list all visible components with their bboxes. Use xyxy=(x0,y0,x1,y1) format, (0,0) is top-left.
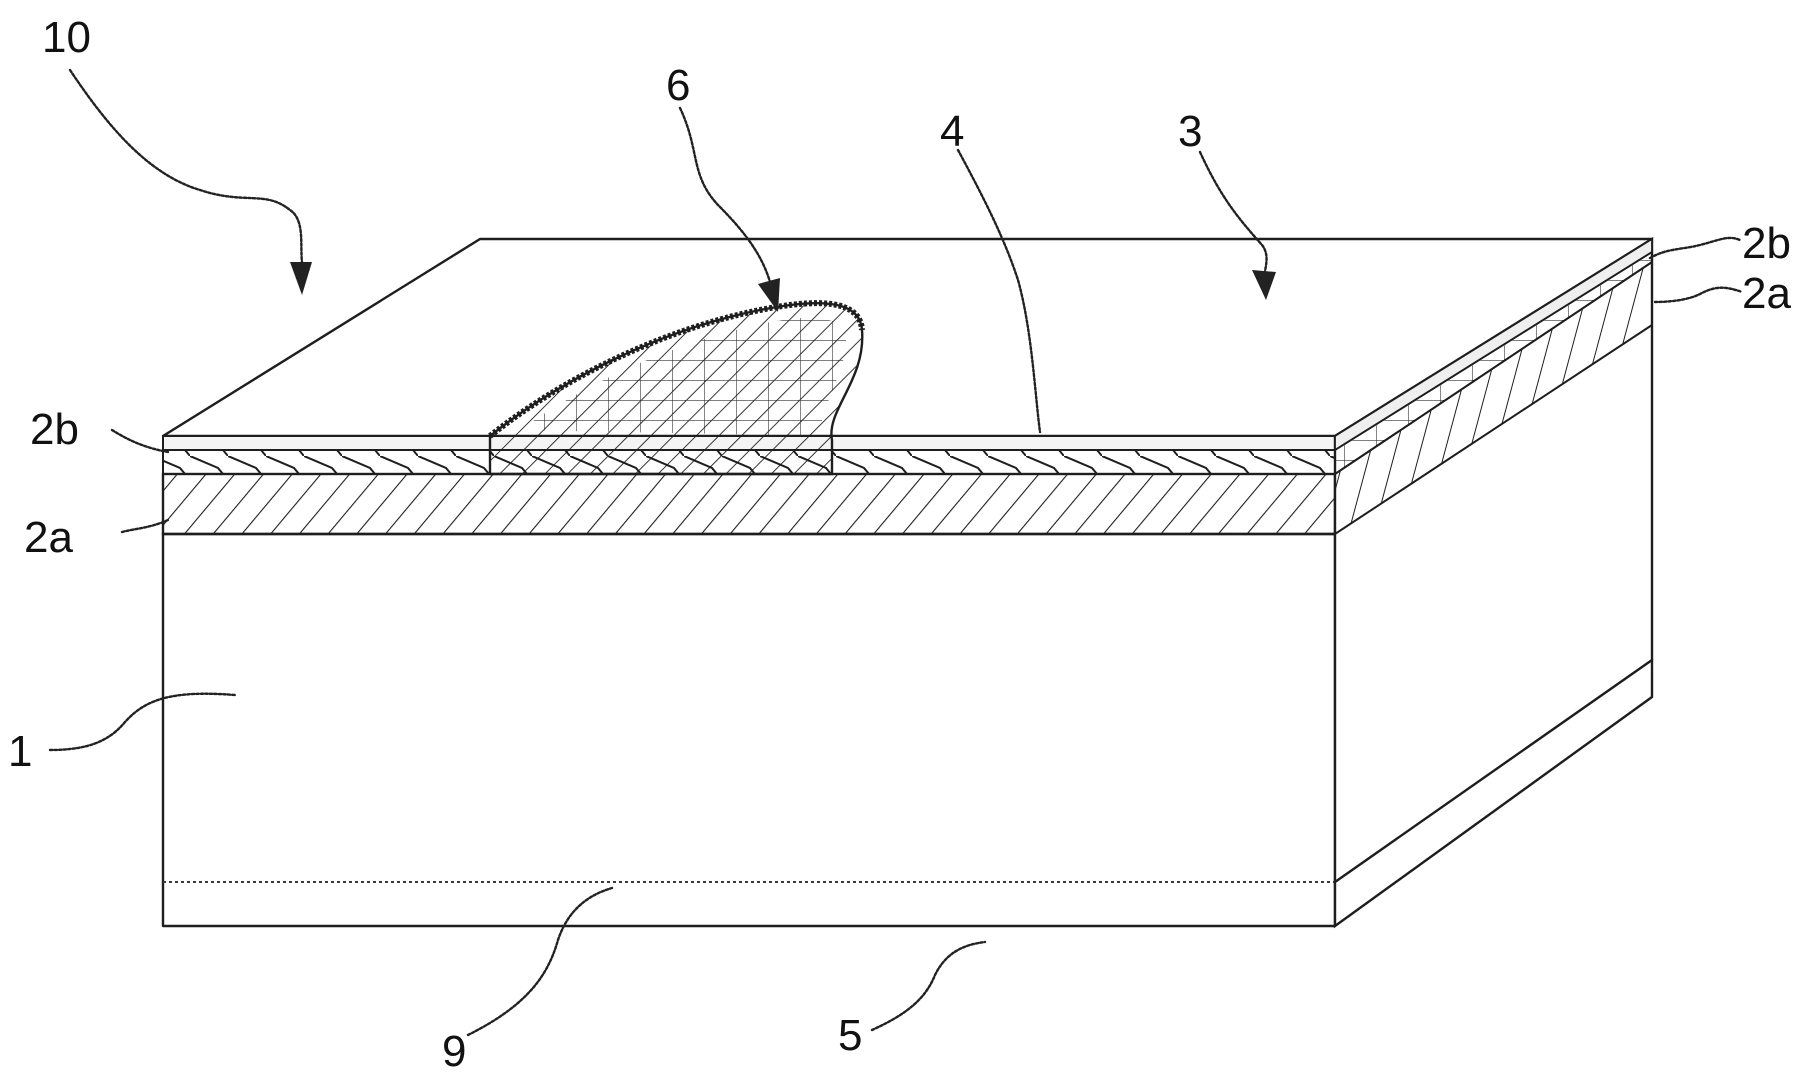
arrow-10 xyxy=(290,262,312,295)
label-region-3: 3 xyxy=(1178,107,1202,156)
substrate-front xyxy=(163,534,1335,926)
leader-3 xyxy=(1200,152,1267,272)
label-layer-2b-left: 2b xyxy=(30,405,79,454)
leader-5 xyxy=(872,942,985,1030)
leader-9 xyxy=(468,888,612,1035)
label-substrate-1: 1 xyxy=(8,727,32,776)
leader-4 xyxy=(958,150,1040,432)
leader-1 xyxy=(50,694,235,750)
label-surface-4: 4 xyxy=(940,107,964,156)
layer-2a-front xyxy=(163,474,1335,534)
label-feature-6: 6 xyxy=(666,61,690,110)
label-layer-2a-right: 2a xyxy=(1742,269,1791,318)
leader-2b-left xyxy=(112,430,168,452)
arrow-3 xyxy=(1252,270,1276,300)
leader-10 xyxy=(70,70,302,262)
label-layer-2a-left: 2a xyxy=(24,513,73,562)
label-bottom-layer-5: 5 xyxy=(838,1011,862,1060)
leader-6 xyxy=(680,108,770,282)
label-layer-2b-right: 2b xyxy=(1742,219,1791,268)
label-device-10: 10 xyxy=(42,13,91,62)
leader-2a-left xyxy=(122,520,168,532)
leader-2a-right xyxy=(1655,288,1742,302)
label-boundary-9: 9 xyxy=(442,1027,466,1074)
leader-2b-right xyxy=(1650,238,1740,258)
